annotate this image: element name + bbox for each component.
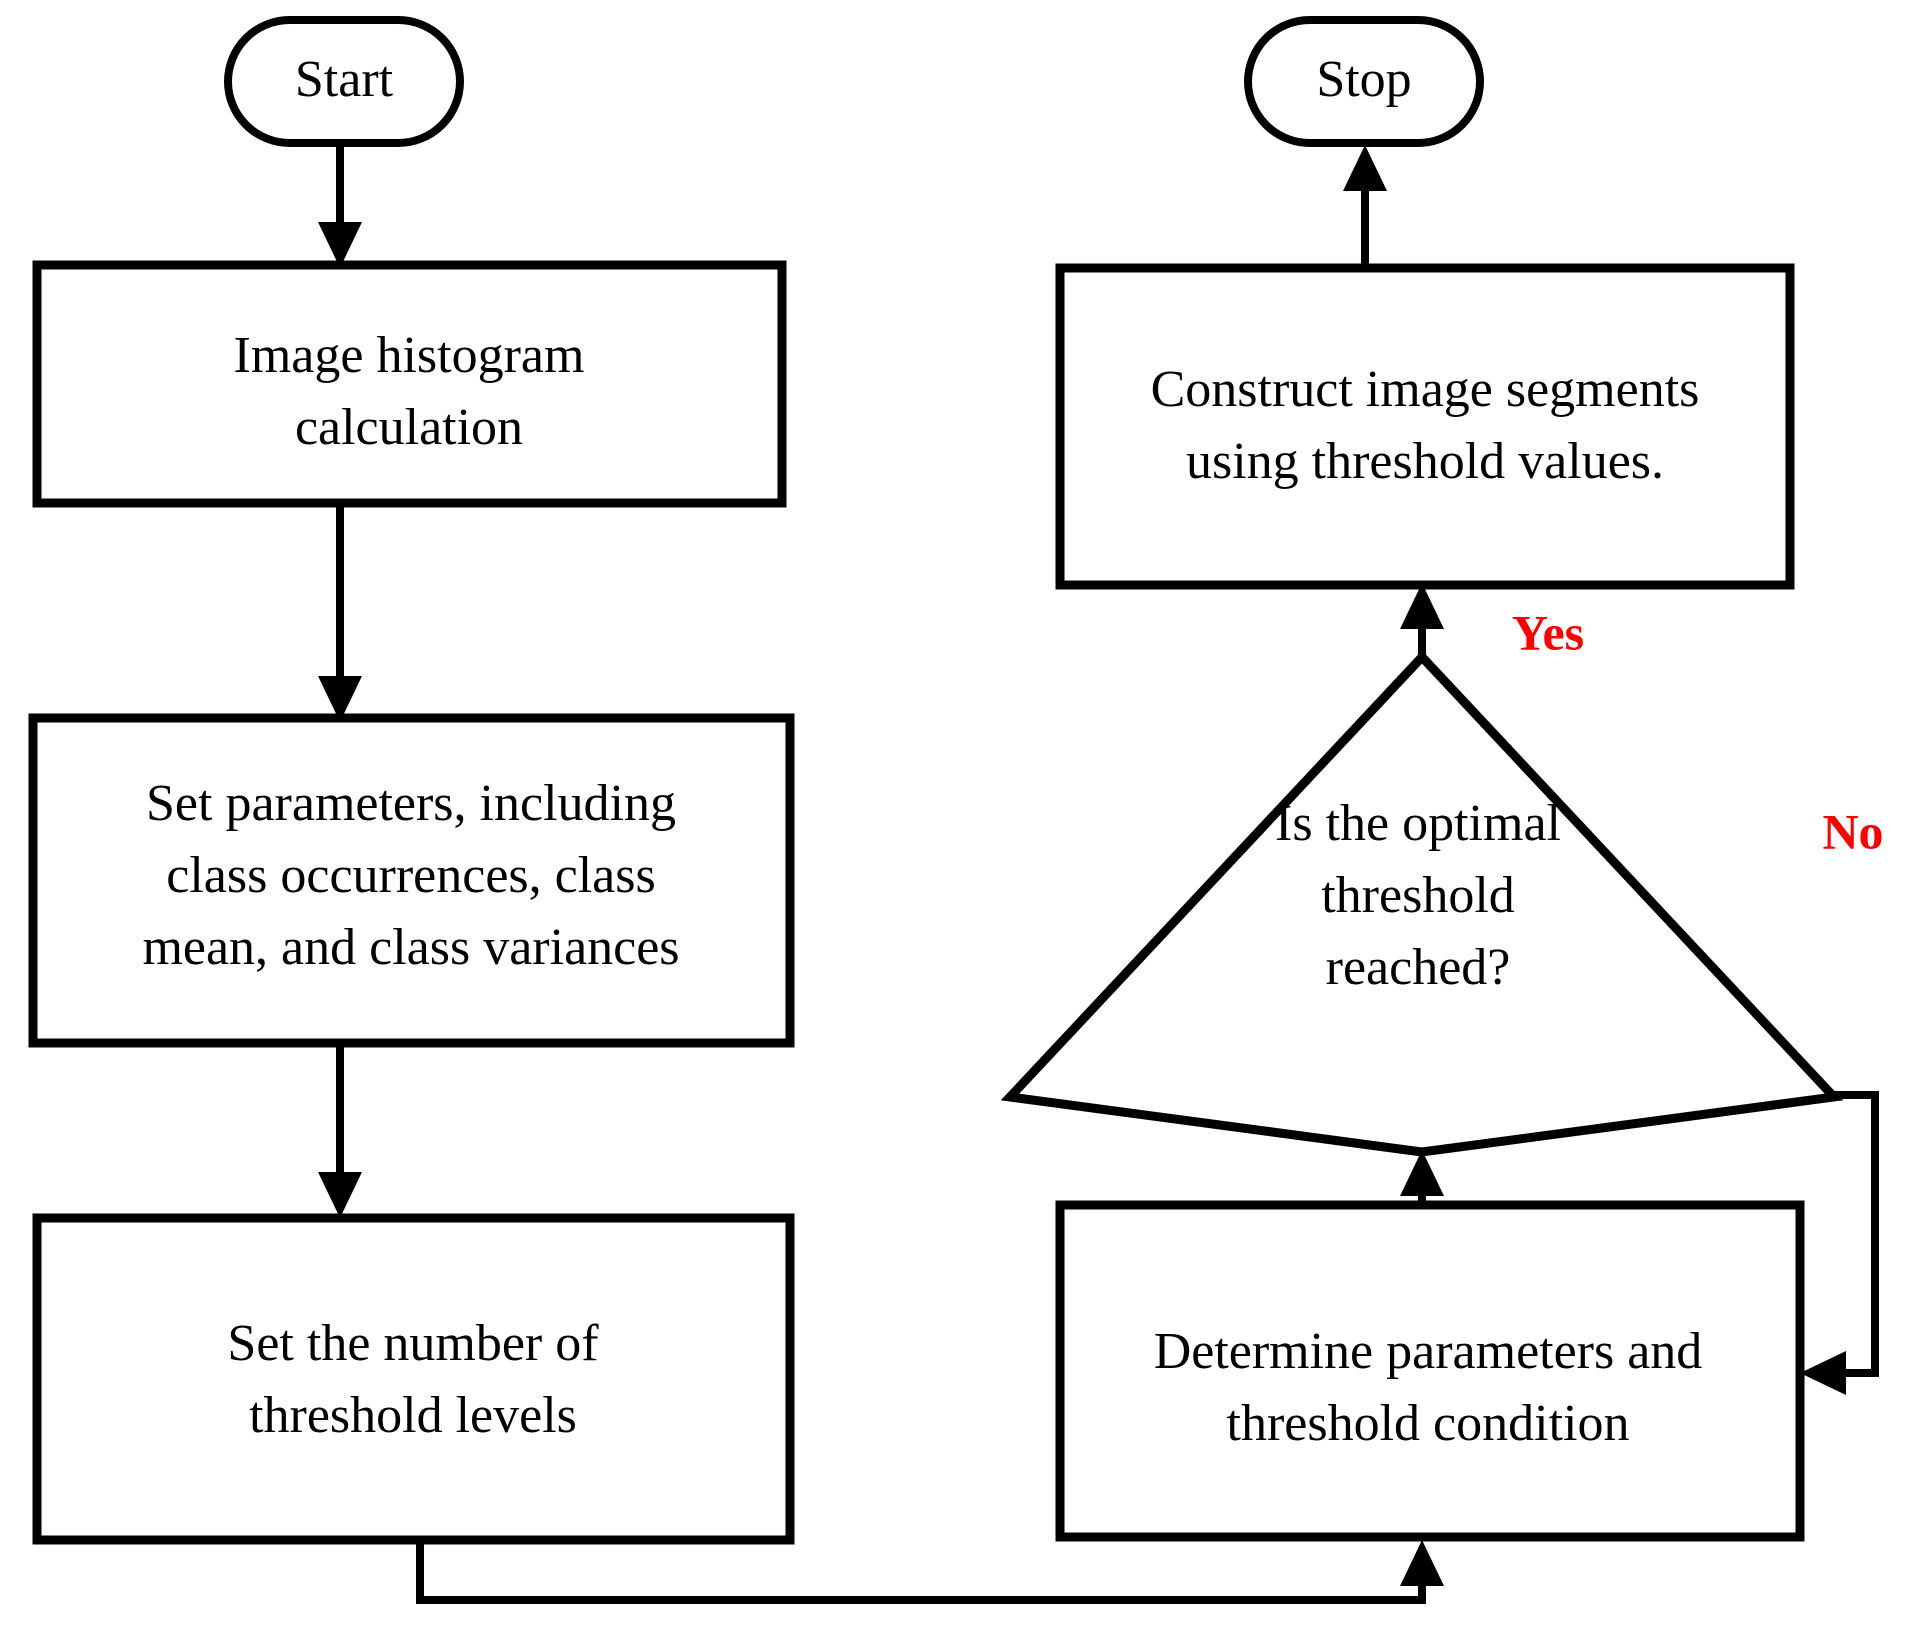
decision-label-line2: threshold (1321, 867, 1515, 924)
decision-label-line3: reached? (1326, 939, 1511, 996)
arrowhead-left-icon (1800, 1351, 1846, 1395)
edge-decision-no-to-determine (1800, 1091, 1879, 1395)
edge-histogram-to-setparams (318, 503, 362, 722)
set-parameters-shape (28, 713, 795, 1048)
threshold-levels-shape (32, 1213, 795, 1545)
arrowhead-up-icon (1400, 1150, 1444, 1196)
determine-label-line2: threshold condition (1227, 1395, 1630, 1452)
threshold-levels-label-line2: threshold levels (249, 1387, 577, 1444)
start-shape (224, 16, 464, 147)
node-start[interactable]: Start (224, 16, 464, 147)
arrowhead-down-icon (318, 1172, 362, 1218)
decision-label-line1: Is the optimal (1275, 795, 1561, 852)
arrowhead-up-icon (1400, 1540, 1444, 1586)
construct-label-line2: using threshold values. (1186, 433, 1664, 490)
set-parameters-label-line3: mean, and class variances (142, 919, 679, 976)
edge-levels-to-determine (416, 1540, 1444, 1604)
determine-label-line1: Determine parameters and (1154, 1323, 1703, 1380)
histogram-label-line2: calculation (295, 399, 523, 456)
construct-label-line1: Construct image segments (1151, 361, 1700, 418)
determine-shape (1055, 1200, 1805, 1542)
stop-shape (1244, 16, 1484, 147)
node-set-parameters[interactable]: Set parameters, including class occurren… (28, 713, 795, 1048)
arrowhead-up-icon (1400, 583, 1444, 629)
edge-start-to-histogram (318, 143, 362, 268)
edge-label-yes: Yes (1512, 604, 1584, 660)
arrowhead-down-icon (318, 222, 362, 268)
node-construct-image-segments[interactable]: Construct image segments using threshold… (1055, 263, 1795, 590)
threshold-levels-label-line1: Set the number of (227, 1315, 599, 1372)
edge-setparams-to-levels (318, 1043, 362, 1218)
histogram-shape (32, 260, 787, 508)
node-determine-parameters[interactable]: Determine parameters and threshold condi… (1055, 1200, 1805, 1542)
arrowhead-down-icon (318, 676, 362, 722)
stop-label: Stop (1316, 51, 1411, 108)
construct-shape (1055, 263, 1795, 590)
set-parameters-label-line2: class occurrences, class (166, 847, 655, 904)
histogram-label-line1: Image histogram (234, 327, 585, 384)
set-parameters-label-line1: Set parameters, including (146, 775, 676, 832)
arrowhead-up-icon (1343, 145, 1387, 191)
start-label: Start (295, 51, 394, 108)
edge-determine-to-decision (1400, 1150, 1444, 1205)
node-image-histogram-calculation[interactable]: Image histogram calculation (32, 260, 787, 508)
decision-diamond-shape (1000, 650, 1844, 1157)
edge-decision-yes-to-construct (1400, 583, 1444, 660)
node-set-threshold-levels[interactable]: Set the number of threshold levels (32, 1213, 795, 1545)
node-stop[interactable]: Stop (1244, 16, 1484, 147)
edge-label-no: No (1822, 803, 1883, 859)
node-decision-optimal-threshold[interactable]: Is the optimal threshold reached? (1000, 650, 1844, 1157)
